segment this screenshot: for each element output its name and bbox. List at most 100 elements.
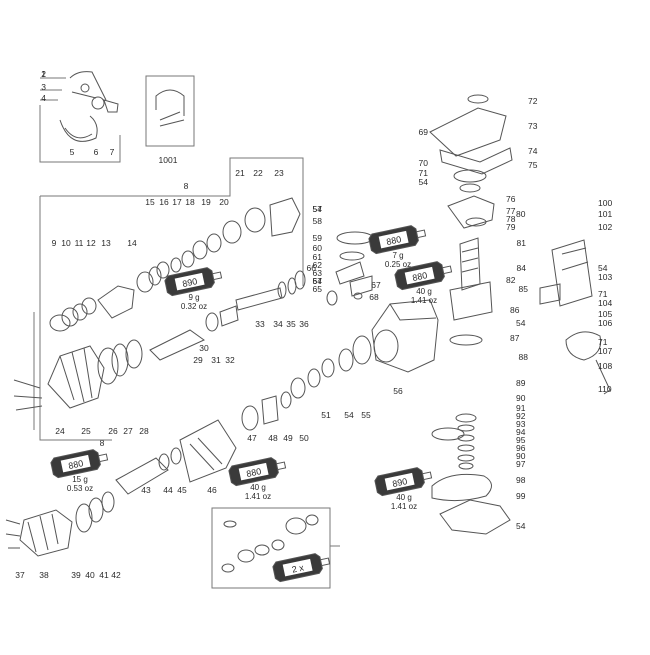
callout-34: 34 bbox=[273, 319, 283, 329]
callout-69: 69 bbox=[419, 127, 429, 137]
tube-label-panel bbox=[384, 472, 415, 491]
callout-32: 32 bbox=[225, 355, 235, 365]
callout-20: 20 bbox=[219, 197, 229, 207]
callout-66: 66 bbox=[307, 263, 317, 273]
callout-59: 59 bbox=[313, 233, 323, 243]
callout-49: 49 bbox=[283, 433, 293, 443]
callout-104: 104 bbox=[598, 298, 612, 308]
callout-72: 72 bbox=[528, 96, 538, 106]
lubricant-tube: 890 bbox=[164, 267, 223, 297]
tube-nozzle bbox=[211, 271, 223, 281]
tube-weight-imperial: 1.41 oz bbox=[411, 296, 437, 305]
callout-106: 106 bbox=[598, 318, 612, 328]
callout-80: 80 bbox=[516, 209, 526, 219]
tube-code: 880 bbox=[411, 270, 428, 283]
callout-26: 26 bbox=[108, 426, 118, 436]
callout-58: 58 bbox=[313, 216, 323, 226]
callout-16: 16 bbox=[159, 197, 169, 207]
tube-weight-imperial: 1.41 oz bbox=[391, 502, 417, 511]
callout-97: 97 bbox=[516, 459, 526, 469]
chuck-seal-rings bbox=[49, 197, 301, 332]
callout-101: 101 bbox=[598, 209, 612, 219]
callout-65: 65 bbox=[313, 284, 323, 294]
tube-weight: 40 g bbox=[250, 483, 266, 492]
tube-weight-imperial: 0.25 oz bbox=[385, 260, 411, 269]
callout-75: 75 bbox=[528, 160, 538, 170]
callout-19: 19 bbox=[201, 197, 211, 207]
callout-29: 29 bbox=[193, 355, 203, 365]
spindle-rings bbox=[241, 335, 372, 431]
callout-35: 35 bbox=[286, 319, 296, 329]
lower-tool-holder-assembly bbox=[5, 419, 237, 557]
callout-100: 100 bbox=[598, 198, 612, 208]
callout-102: 102 bbox=[598, 222, 612, 232]
callout-30: 30 bbox=[199, 343, 209, 353]
callout-79: 79 bbox=[506, 222, 516, 232]
callout-64: 64 bbox=[313, 276, 323, 286]
tube-nozzle bbox=[275, 461, 287, 471]
callout-93: 93 bbox=[516, 419, 526, 429]
kit-1001-box bbox=[145, 75, 195, 147]
tube-nozzle bbox=[415, 229, 427, 239]
callout-56: 56 bbox=[393, 386, 403, 396]
callout-96: 96 bbox=[516, 443, 526, 453]
lubricant-tube: 890 bbox=[374, 467, 433, 497]
callout-2: 2 bbox=[41, 69, 46, 79]
tool-holder-assembly bbox=[13, 305, 239, 411]
lubricant-tube: 880 bbox=[394, 261, 453, 291]
callout-107: 107 bbox=[598, 346, 612, 356]
callout-54-repeat: 54 bbox=[598, 263, 608, 273]
callout-4: 4 bbox=[41, 93, 46, 103]
tube-code: 880 bbox=[67, 458, 84, 471]
callout-1001: 1001 bbox=[159, 155, 178, 165]
tube-label-panel bbox=[404, 266, 435, 285]
callout-23: 23 bbox=[274, 168, 284, 178]
callout-92: 92 bbox=[516, 411, 526, 421]
lubricant-tube: 2 x bbox=[272, 553, 331, 583]
callout-84: 84 bbox=[517, 263, 527, 273]
callout-108: 108 bbox=[598, 361, 612, 371]
callout-42: 42 bbox=[111, 570, 121, 580]
callout-14: 14 bbox=[127, 238, 137, 248]
callout-82: 82 bbox=[506, 275, 516, 285]
callout-8: 8 bbox=[184, 181, 189, 191]
callout-74: 74 bbox=[528, 146, 538, 156]
callout-41: 41 bbox=[99, 570, 109, 580]
callout-28: 28 bbox=[139, 426, 149, 436]
callout-85: 85 bbox=[519, 284, 529, 294]
callout-36: 36 bbox=[299, 319, 309, 329]
callout-71-repeat: 71 bbox=[598, 337, 608, 347]
callout-44: 44 bbox=[163, 485, 173, 495]
tube-code: 890 bbox=[181, 276, 198, 289]
callout-62: 62 bbox=[313, 260, 323, 270]
lubricant-tube: 880 bbox=[50, 449, 109, 479]
callout-54: 54 bbox=[344, 410, 354, 420]
tube-weight: 7 g bbox=[392, 251, 403, 260]
callout-43: 43 bbox=[141, 485, 151, 495]
lubricant-tube: 880 bbox=[228, 457, 287, 487]
callout-54-repeat: 54 bbox=[313, 204, 323, 214]
tube-weight: 40 g bbox=[416, 287, 432, 296]
callout-54-repeat: 54 bbox=[516, 318, 526, 328]
callout-71-repeat: 71 bbox=[598, 289, 608, 299]
callout-33: 33 bbox=[255, 319, 265, 329]
callout-50: 50 bbox=[299, 433, 309, 443]
callout-91: 91 bbox=[516, 403, 526, 413]
callout-105: 105 bbox=[598, 309, 612, 319]
armature-field-group bbox=[449, 237, 611, 395]
tube-label-panel bbox=[174, 272, 205, 291]
callout-48: 48 bbox=[268, 433, 278, 443]
tube-code: 2 x bbox=[291, 562, 305, 574]
tube-nozzle bbox=[441, 265, 453, 275]
callout-60: 60 bbox=[313, 243, 323, 253]
tube-weight-imperial: 1.41 oz bbox=[245, 492, 271, 501]
callout-95: 95 bbox=[516, 435, 526, 445]
callout-12: 12 bbox=[86, 238, 96, 248]
callout-89: 89 bbox=[516, 378, 526, 388]
kit-110-box bbox=[211, 507, 340, 589]
callout-25: 25 bbox=[81, 426, 91, 436]
callout-17: 17 bbox=[172, 197, 182, 207]
callout-61: 61 bbox=[313, 252, 323, 262]
